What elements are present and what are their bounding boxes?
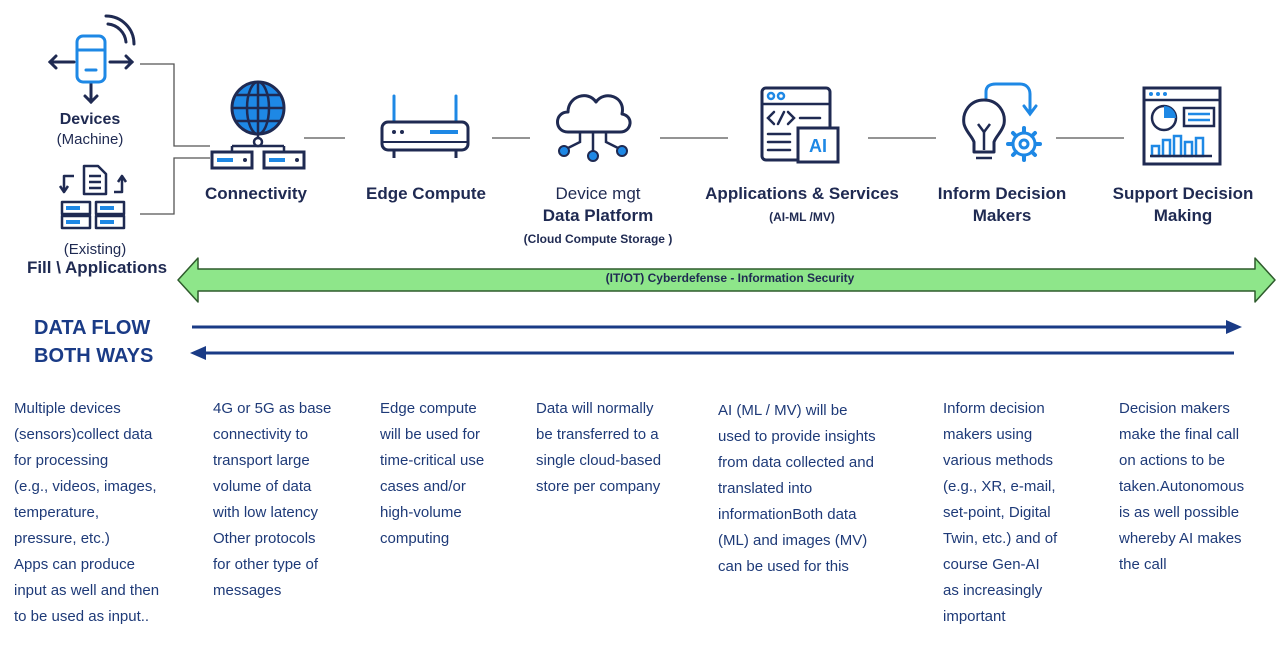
description-line: (ML) and images (MV): [718, 532, 868, 549]
description-line: pressure, etc.): [14, 530, 110, 547]
description-line: store per company: [536, 478, 661, 495]
existing-label: (Existing): [63, 241, 127, 258]
applications-server-icon: [58, 164, 128, 230]
description-line: for processing: [14, 452, 109, 469]
data-flow-line1: DATA FLOW: [34, 317, 151, 339]
description-connectivity: 4G or 5G as base connectivity to transpo…: [213, 396, 368, 604]
stage-applications-label: Applications & Services (AI-ML /MV): [684, 183, 920, 227]
description-line: is as well possible: [1119, 504, 1240, 521]
description-line: be transferred to a: [536, 426, 659, 443]
data-flow-line2: BOTH WAYS: [34, 345, 154, 367]
ai-application-icon: AI: [760, 86, 840, 164]
description-line: Decision makers: [1119, 400, 1230, 417]
stage-sub-label: (Cloud Compute Storage ): [523, 232, 673, 246]
description-line: Apps can produce: [14, 556, 135, 573]
device-wireless-icon: [47, 14, 136, 105]
stage-top-label: Device mgt: [555, 184, 641, 203]
description-line: input as well and then: [14, 582, 160, 599]
description-applications: AI (ML / MV) will be used to provide ins…: [718, 398, 928, 580]
description-devices: Multiple devices (sensors)collect data f…: [14, 396, 199, 630]
stage-edge-compute-label: Edge Compute: [346, 183, 506, 205]
description-line: Edge compute: [380, 400, 477, 417]
description-line: from data collected and: [718, 454, 874, 471]
description-line: for other type of: [213, 556, 319, 573]
description-line: time-critical use: [380, 452, 485, 469]
description-line: transport large: [213, 452, 310, 469]
description-line: translated into: [718, 480, 813, 497]
description-line: make the final call: [1119, 426, 1240, 443]
security-band-label: (IT/OT) Cyberdefense - Information Secur…: [605, 271, 855, 285]
description-data-platform: Data will normally be transferred to a s…: [536, 396, 706, 500]
description-line: makers using: [943, 426, 1033, 443]
svg-text:AI: AI: [809, 136, 827, 156]
description-support: Decision makers make the final call on a…: [1119, 396, 1277, 578]
description-line: taken.Autonomous: [1119, 478, 1245, 495]
stage-sub-label: (AI-ML /MV): [769, 210, 835, 224]
stage-label: Edge Compute: [366, 184, 486, 203]
description-line: with low latency: [213, 504, 319, 521]
description-inform: Inform decision makers using various met…: [943, 396, 1103, 630]
description-line: can be used for this: [718, 558, 849, 575]
description-line: computing: [380, 530, 450, 547]
dashboard-icon: [1142, 86, 1222, 166]
description-line: on actions to be: [1119, 452, 1225, 469]
description-line: connectivity to: [213, 426, 309, 443]
stage-data-platform-label: Device mgt Data Platform (Cloud Compute …: [500, 183, 696, 249]
description-line: Inform decision: [943, 400, 1045, 417]
description-line: (e.g., videos, images,: [14, 478, 157, 495]
devices-sub: (Machine): [56, 131, 124, 148]
description-line: various methods: [943, 452, 1054, 469]
stage-support-label: Support Decision Making: [1098, 183, 1268, 227]
description-line: cases and/or: [380, 478, 466, 495]
description-line: (e.g., XR, e-mail,: [943, 478, 1056, 495]
applications-label: Fill \ Applications: [26, 258, 168, 277]
stage-label: Inform Decision Makers: [937, 184, 1067, 225]
description-line: single cloud-based: [536, 452, 662, 469]
description-line: high-volume: [380, 504, 462, 521]
stage-label: Connectivity: [204, 184, 308, 203]
description-line: will be used for: [380, 426, 481, 443]
stage-label: Data Platform: [542, 206, 654, 225]
description-line: the call: [1119, 556, 1167, 573]
globe-network-icon: [210, 80, 306, 170]
description-line: Data will normally: [536, 400, 654, 417]
devices-label: Devices (Machine): [40, 110, 140, 150]
cloud-network-icon: [556, 94, 632, 162]
stage-label: Applications & Services: [705, 184, 899, 203]
description-line: temperature,: [14, 504, 100, 521]
description-line: Twin, etc.) and of: [943, 530, 1058, 547]
stage-connectivity-label: Connectivity: [186, 183, 326, 205]
description-line: important: [943, 608, 1006, 625]
description-line: informationBoth data: [718, 506, 857, 523]
description-line: Multiple devices: [14, 400, 121, 417]
description-line: messages: [213, 582, 282, 599]
description-line: Other protocols: [213, 530, 316, 547]
stage-inform-label: Inform Decision Makers: [918, 183, 1086, 227]
stage-label: Support Decision Making: [1112, 184, 1254, 225]
devices-title: Devices: [59, 111, 121, 128]
description-line: course Gen-AI: [943, 556, 1040, 573]
router-icon: [380, 94, 470, 158]
description-line: (sensors)collect data: [14, 426, 153, 443]
description-line: set-point, Digital: [943, 504, 1051, 521]
idea-gear-icon: [962, 82, 1042, 162]
description-line: AI (ML / MV) will be: [718, 402, 848, 419]
description-line: used to provide insights: [718, 428, 876, 445]
description-line: whereby AI makes: [1119, 530, 1242, 547]
description-line: 4G or 5G as base: [213, 400, 332, 417]
description-line: as increasingly: [943, 582, 1043, 599]
description-line: volume of data: [213, 478, 312, 495]
description-line: to be used as input..: [14, 608, 150, 625]
description-edge-compute: Edge compute will be used for time-criti…: [380, 396, 525, 552]
